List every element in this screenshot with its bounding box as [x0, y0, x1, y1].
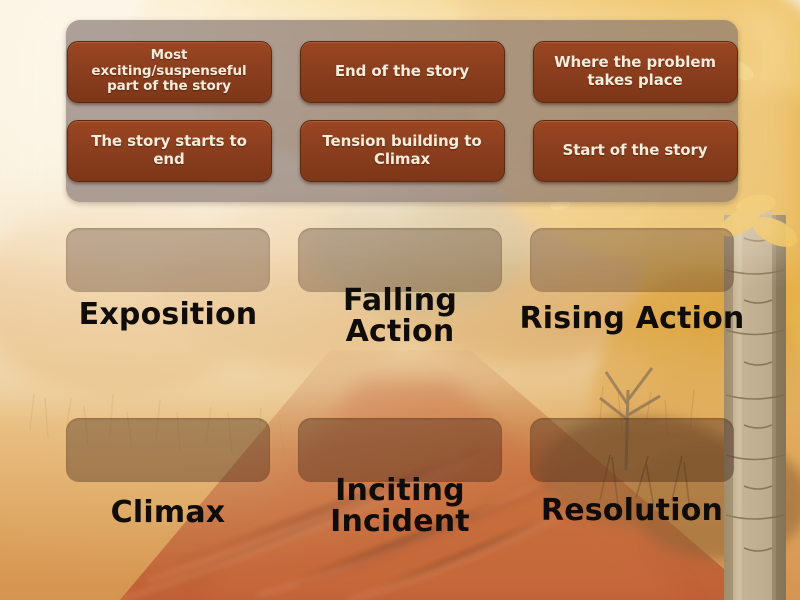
answer-label-inciting-incident: Inciting Incident	[330, 473, 470, 539]
answer-cell-climax: Climax	[66, 418, 270, 528]
draggable-tile-end-of-story[interactable]: End of the story	[299, 40, 505, 103]
drop-slot-resolution[interactable]	[530, 418, 734, 482]
answer-label-exposition: Exposition	[78, 297, 258, 332]
answer-row-top: Exposition Falling Action Rising Action	[0, 228, 800, 346]
draggable-tile-grid: Most exciting/suspenseful part of the st…	[66, 20, 738, 202]
drop-slot-rising-action[interactable]	[530, 228, 734, 292]
answer-label-climax: Climax	[110, 495, 226, 530]
drop-slot-falling-action[interactable]	[298, 228, 502, 292]
draggable-tile-tension-building[interactable]: Tension building to Climax	[299, 119, 505, 182]
answer-cell-exposition: Exposition	[66, 228, 270, 330]
answer-cell-resolution: Resolution	[530, 418, 734, 526]
drop-slot-inciting-incident[interactable]	[298, 418, 502, 482]
drop-slot-exposition[interactable]	[66, 228, 270, 292]
answer-label-falling-action: Falling Action	[342, 283, 458, 349]
draggable-tile-start-of-story[interactable]: Start of the story	[532, 119, 738, 182]
word-bank-panel: Most exciting/suspenseful part of the st…	[66, 20, 738, 202]
draggable-tile-most-exciting[interactable]: Most exciting/suspenseful part of the st…	[66, 40, 272, 103]
answer-label-resolution: Resolution	[540, 493, 724, 528]
drop-slot-climax[interactable]	[66, 418, 270, 482]
answer-label-rising-action: Rising Action	[519, 301, 745, 336]
answer-cell-rising-action: Rising Action	[520, 228, 744, 334]
draggable-tile-story-starts-to-end[interactable]: The story starts to end	[66, 119, 272, 182]
answer-cell-inciting-incident: Inciting Incident	[298, 418, 502, 536]
draggable-tile-where-problem[interactable]: Where the problem takes place	[532, 40, 738, 103]
answer-row-bottom: Climax Inciting Incident Resolution	[0, 418, 800, 536]
answer-cell-falling-action: Falling Action	[298, 228, 502, 346]
